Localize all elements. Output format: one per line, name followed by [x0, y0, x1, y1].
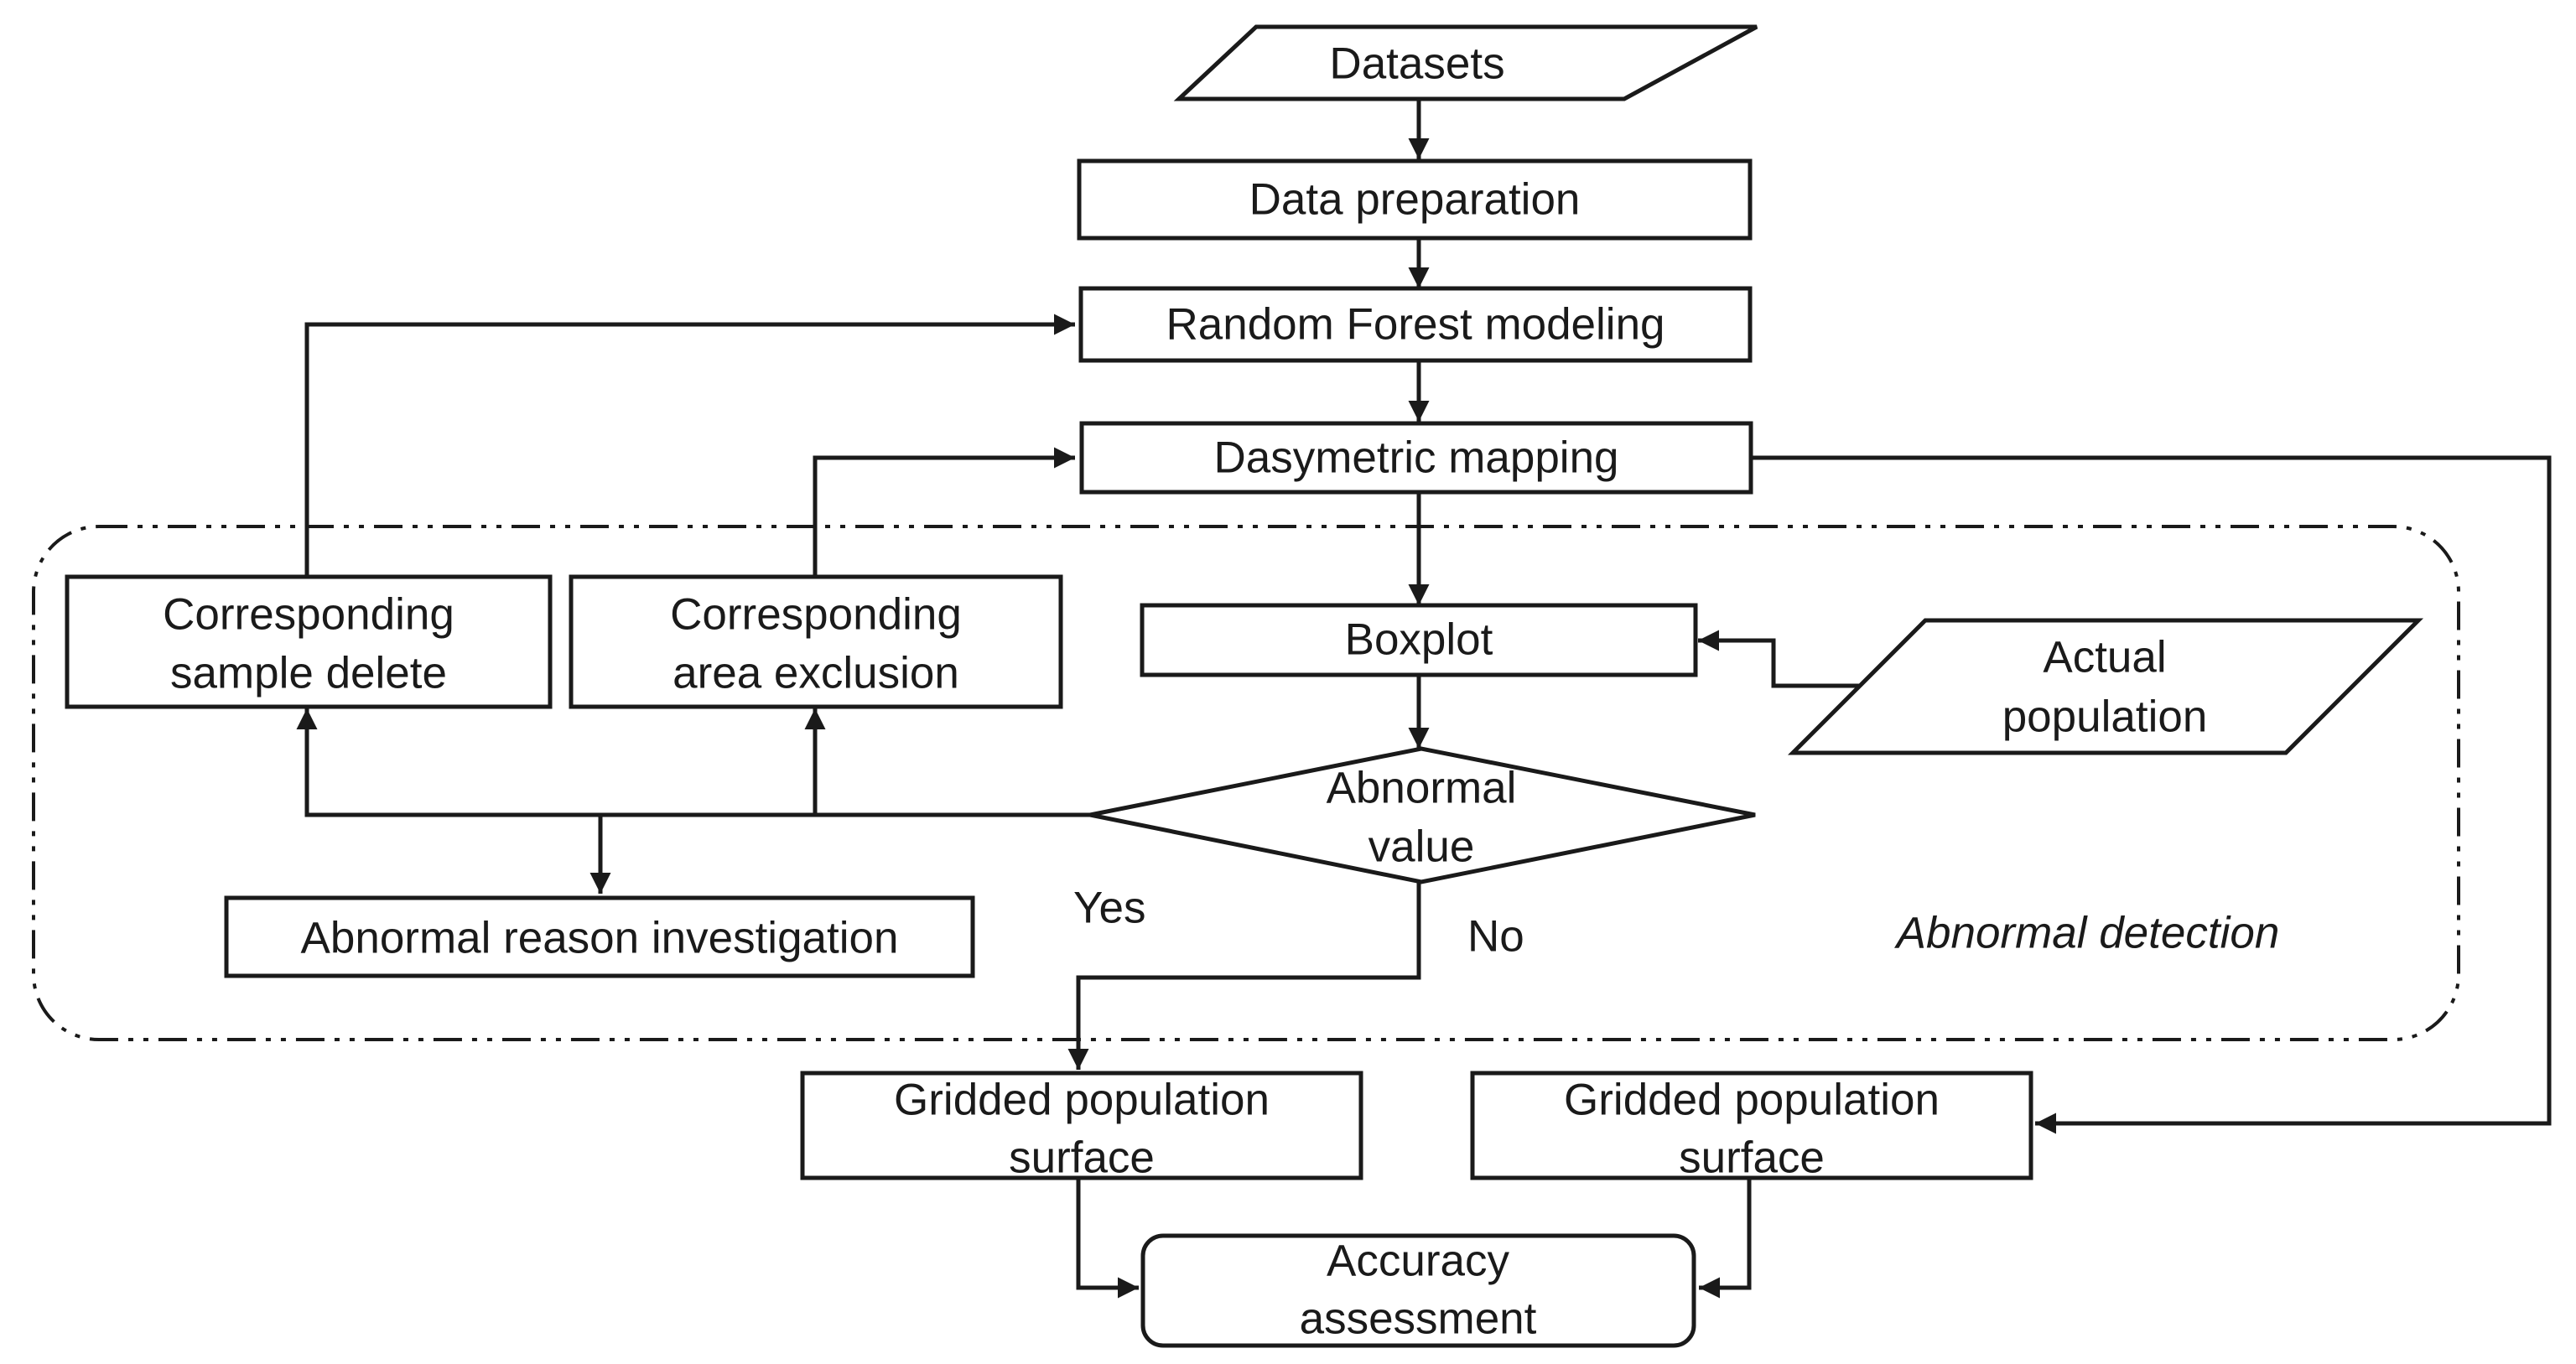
abnormal-value-label-line1: Abnormal — [1327, 764, 1517, 813]
node-data-preparation: Data preparation — [1077, 158, 1753, 241]
area-exclusion-label-line1: Corresponding — [670, 590, 962, 640]
edge-abnormal-to-sample-delete — [296, 708, 1090, 817]
edge-gridded-right-to-accuracy — [1699, 1177, 1752, 1299]
data-preparation-label: Data preparation — [1249, 175, 1581, 225]
gridded-right-label-line2: surface — [1679, 1133, 1825, 1183]
edge-dasymetric-to-gridded-right — [1751, 455, 2552, 1134]
random-forest-label: Random Forest modeling — [1166, 300, 1665, 350]
edge-label-no: No — [1467, 912, 1524, 962]
gridded-left-label-line2: surface — [1009, 1133, 1155, 1183]
edge-gridded-left-to-accuracy — [1076, 1177, 1139, 1299]
edges — [296, 99, 2552, 1299]
reason-investigation-label: Abnormal reason investigation — [301, 914, 899, 963]
node-corresponding-sample-delete: Corresponding sample delete — [65, 574, 553, 709]
abnormal-detection-region — [32, 525, 2460, 1041]
gridded-left-label-line1: Gridded population — [894, 1076, 1270, 1125]
node-dasymetric-mapping: Dasymetric mapping — [1079, 421, 1753, 495]
sample-delete-label-line2: sample delete — [170, 649, 447, 698]
edge-abnormal-no-to-gridded-left — [1067, 882, 1421, 1070]
node-corresponding-area-exclusion: Corresponding area exclusion — [569, 574, 1063, 709]
accuracy-label-line1: Accuracy — [1327, 1237, 1509, 1286]
dasymetric-label: Dasymetric mapping — [1213, 433, 1618, 483]
sample-delete-label-line1: Corresponding — [163, 590, 454, 640]
gridded-right-label-line1: Gridded population — [1564, 1076, 1940, 1125]
datasets-label: Datasets — [1329, 39, 1504, 89]
accuracy-label-line2: assessment — [1300, 1294, 1537, 1344]
node-datasets: Datasets — [1173, 24, 1758, 101]
node-actual-population: Actual population — [1787, 618, 2424, 755]
node-abnormal-value-decision: Abnormal value — [1089, 746, 1756, 884]
node-gridded-population-surface-left: Gridded population surface — [800, 1071, 1363, 1183]
node-accuracy-assessment: Accuracy assessment — [1140, 1233, 1696, 1348]
edge-label-yes: Yes — [1073, 884, 1145, 933]
actual-population-label-line2: population — [2002, 692, 2208, 742]
node-abnormal-reason-investigation: Abnormal reason investigation — [224, 895, 975, 978]
node-random-forest-modeling: Random Forest modeling — [1078, 286, 1753, 363]
edge-area-exclusion-to-dasymetric — [813, 447, 1075, 577]
abnormal-detection-label: Abnormal detection — [1894, 909, 2280, 958]
node-gridded-population-surface-right: Gridded population surface — [1470, 1071, 2033, 1183]
edge-sample-delete-to-random-forest — [304, 314, 1075, 577]
node-boxplot: Boxplot — [1140, 603, 1698, 677]
abnormal-value-label-line2: value — [1368, 822, 1475, 872]
area-exclusion-label-line2: area exclusion — [673, 649, 959, 698]
edge-actual-population-to-boxplot — [1698, 630, 1861, 688]
actual-population-label-line1: Actual — [2043, 633, 2166, 682]
boxplot-label: Boxplot — [1345, 615, 1493, 665]
